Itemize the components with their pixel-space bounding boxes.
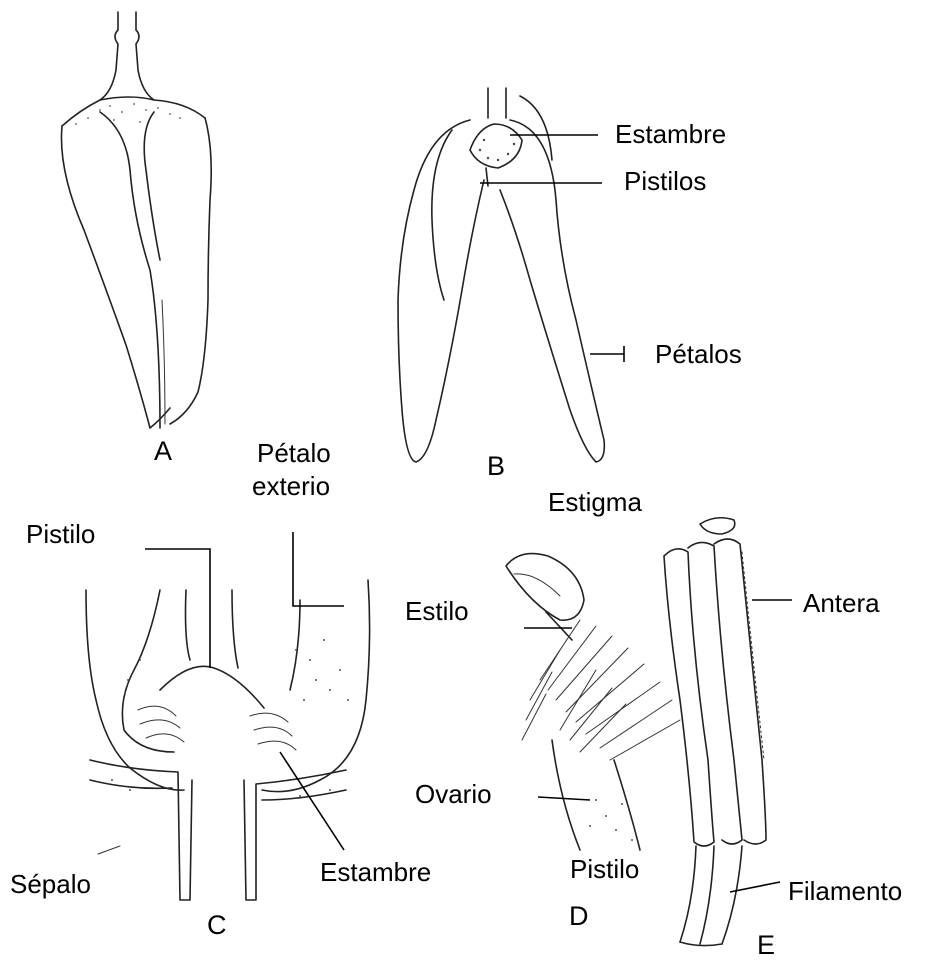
label-pistilo-c: Pistilo xyxy=(26,519,95,549)
label-ovario: Ovario xyxy=(415,779,492,809)
label-petalos: Pétalos xyxy=(655,339,742,369)
leader-pistilo-c xyxy=(145,549,210,668)
panel-c-flower-section xyxy=(86,580,370,900)
label-estambre-c: Estambre xyxy=(320,857,431,887)
panel-a-flower-drawing xyxy=(61,12,211,428)
label-sepalo: Sépalo xyxy=(10,869,91,899)
panel-b-flower-drawing xyxy=(398,88,604,462)
label-petalo-exterior-line1: Pétalo xyxy=(257,438,331,468)
label-pistilo-d: Pistilo xyxy=(570,854,639,884)
panel-d-pistil-drawing xyxy=(506,554,680,850)
label-estambre-b: Estambre xyxy=(615,119,726,149)
panel-letter-c: C xyxy=(207,910,227,940)
panel-letter-a: A xyxy=(154,436,172,466)
label-estilo: Estilo xyxy=(405,596,469,626)
label-antera: Antera xyxy=(803,588,880,618)
label-filamento: Filamento xyxy=(788,876,902,906)
leader-petalo-exterior xyxy=(293,532,344,606)
panel-letter-d: D xyxy=(569,901,589,931)
panel-letter-b: B xyxy=(487,451,505,481)
panel-letter-e: E xyxy=(757,930,775,960)
panel-e-stamen-drawing xyxy=(664,518,766,946)
label-estigma: Estigma xyxy=(548,487,642,517)
leader-estambre-c xyxy=(280,752,344,850)
leader-sepalo xyxy=(98,846,120,854)
label-pistilos: Pistilos xyxy=(624,166,706,196)
label-petalo-exterior-line2: exterio xyxy=(252,471,330,501)
